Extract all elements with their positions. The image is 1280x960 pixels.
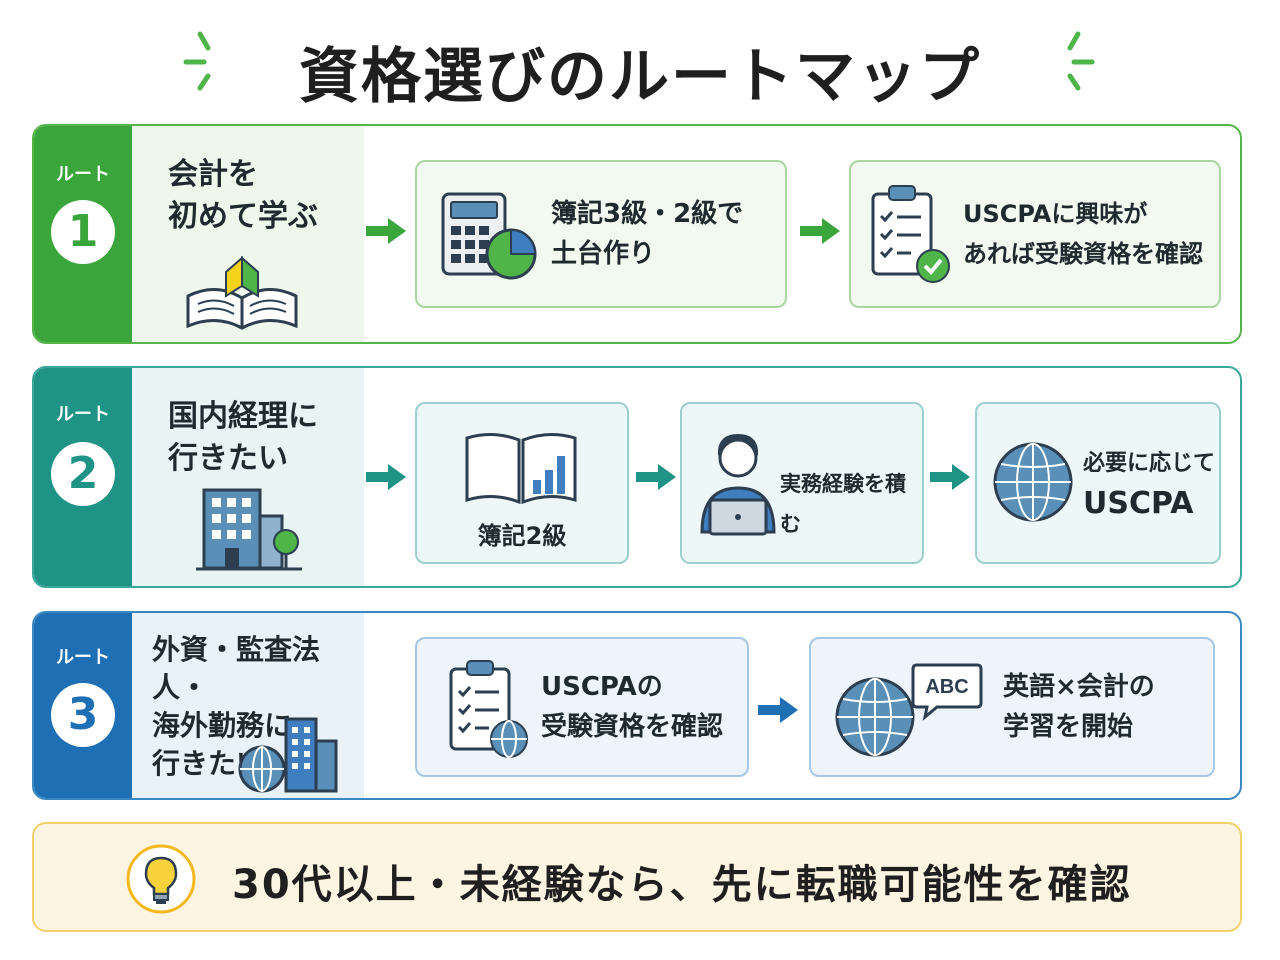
globe-icon: [993, 442, 1073, 522]
route-2-step-2: 実務経験を積む: [680, 402, 924, 564]
route-1-step-1-text: 簿記3級・2級で 土台作り: [551, 199, 744, 269]
arrow-right-icon: [800, 218, 840, 244]
route-1-step-1: 簿記3級・2級で 土台作り: [415, 160, 787, 308]
arrow-right-icon: [366, 464, 406, 490]
route-3-step-2-text: 英語×会計の 学習を開始: [1003, 672, 1155, 742]
person-laptop-icon: [700, 434, 776, 536]
route-label: ルート: [56, 164, 110, 185]
route-3-intro: 外資・監査法人・ 海外勤務に 行きたい: [132, 613, 364, 798]
route-2-tab: ルート 2: [34, 368, 132, 586]
route-1-step-2: USCPAに興味が あれば受験資格を確認: [849, 160, 1221, 308]
route-3-step-1: USCPAの 受験資格を確認: [415, 637, 749, 777]
office-building-icon: [196, 488, 302, 571]
bottom-banner: 30代以上・未経験なら、先に転職可能性を確認: [32, 822, 1242, 932]
route-1-panel: ルート 1 会計を 初めて学ぶ: [32, 124, 1242, 344]
route-3-panel: ルート 3 外資・監査法人・ 海外勤務に 行きたい: [32, 611, 1242, 800]
route-2-step-2-text: 実務経験を積む: [780, 472, 906, 536]
route-2-intro: 国内経理に 行きたい: [132, 368, 364, 586]
open-book-beginner-mark-icon: [186, 255, 298, 330]
route-3-step-2: ABC 英語×会計の 学習を開始: [809, 637, 1215, 777]
route-1-tab: ルート 1: [34, 126, 132, 342]
route-2-step-1-text: 簿記2級: [477, 522, 567, 550]
route-2-step-3-text: 必要に応じて USCPA: [1083, 451, 1216, 521]
route-number: 2: [51, 442, 115, 506]
route-2-intro-text: 国内経理に 行きたい: [168, 399, 318, 476]
calculator-pie-chart-icon: [441, 192, 537, 280]
route-number: 1: [51, 200, 115, 264]
open-book-bar-chart-icon: [465, 433, 577, 505]
sparkle-right-icon: [1067, 31, 1095, 91]
banner-text: 30代以上・未経験なら、先に転職可能性を確認: [232, 862, 1132, 908]
clipboard-globe-icon: [449, 660, 528, 758]
title-area: 資格選びのルートマップ: [0, 18, 1280, 112]
globe-buildings-icon: [238, 717, 338, 793]
abc-bubble-text: ABC: [925, 676, 968, 698]
route-1-intro-text: 会計を 初めて学ぶ: [168, 157, 318, 234]
route-number: 3: [51, 683, 115, 747]
route-2-panel: ルート 2 国内経理に 行きたい: [32, 366, 1242, 588]
arrow-right-icon: [366, 218, 406, 244]
arrow-right-icon: [636, 464, 676, 490]
route-label: ルート: [56, 647, 110, 668]
lightbulb-icon: [126, 844, 196, 914]
page-title: 資格選びのルートマップ: [299, 42, 981, 112]
route-2-step-3: 必要に応じて USCPA: [975, 402, 1221, 564]
sparkle-left-icon: [183, 31, 211, 91]
globe-abc-speech-icon: ABC: [835, 663, 983, 757]
route-1-intro: 会計を 初めて学ぶ: [132, 126, 364, 342]
route-1-step-2-text: USCPAに興味が あれば受験資格を確認: [963, 200, 1203, 268]
route-label: ルート: [56, 404, 110, 425]
arrow-right-icon: [930, 464, 970, 490]
arrow-right-icon: [758, 697, 798, 723]
route-3-tab: ルート 3: [34, 613, 132, 798]
route-2-step-1: 簿記2級: [415, 402, 629, 564]
clipboard-checklist-check-icon: [871, 185, 950, 283]
route-3-step-1-text: USCPAの 受験資格を確認: [541, 672, 724, 742]
